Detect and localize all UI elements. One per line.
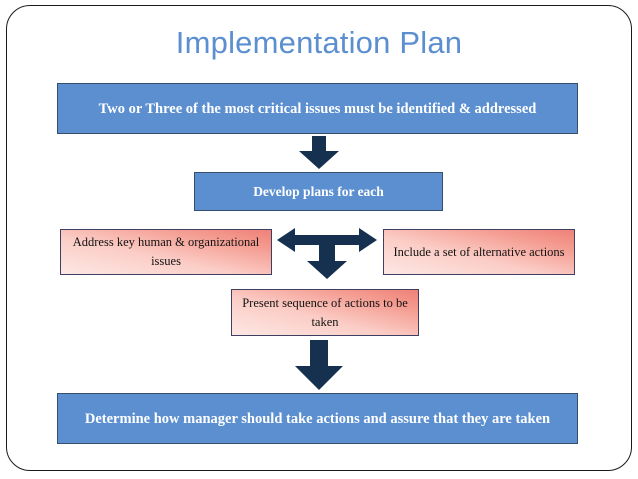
flow-box-critical-issues-label: Two or Three of the most critical issues… [98, 100, 537, 117]
flow-box-determine-manager[interactable]: Determine how manager should take action… [57, 393, 578, 444]
flow-box-determine-manager-label: Determine how manager should take action… [84, 410, 551, 427]
flow-box-develop-plans[interactable]: Develop plans for each [194, 172, 443, 211]
flow-box-present-sequence[interactable]: Present sequence of actions to be taken [231, 289, 419, 336]
flow-box-address-human-issues-label: Address key human & organizational issue… [72, 235, 260, 268]
flow-box-address-human-issues[interactable]: Address key human & organizational issue… [60, 229, 272, 275]
flow-box-develop-plans-label: Develop plans for each [253, 183, 384, 199]
slide-border-frame [6, 5, 632, 471]
flow-box-critical-issues[interactable]: Two or Three of the most critical issues… [57, 83, 578, 134]
flow-box-alternative-actions-label: Include a set of alternative actions [393, 244, 565, 259]
down-arrow-icon [298, 136, 340, 170]
page-title: Implementation Plan [175, 25, 463, 60]
down-arrow-icon [294, 340, 344, 391]
left-right-down-arrow-icon [277, 226, 377, 280]
flow-box-present-sequence-label: Present sequence of actions to be taken [242, 295, 408, 329]
flow-box-alternative-actions[interactable]: Include a set of alternative actions [383, 229, 575, 275]
